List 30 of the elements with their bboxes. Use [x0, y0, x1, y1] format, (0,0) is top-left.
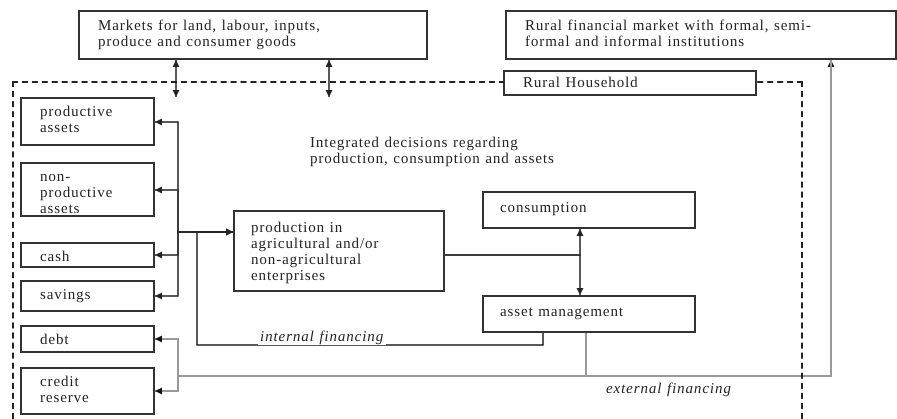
process-box	[20, 162, 155, 217]
process-box	[20, 242, 155, 268]
market-box	[505, 10, 897, 60]
arrow	[172, 60, 180, 97]
process-box	[233, 210, 445, 292]
arrow	[326, 60, 332, 97]
box-label: credit reserve	[40, 374, 91, 406]
box-label: productive assets	[40, 104, 114, 136]
heading-label: Rural Household	[503, 70, 757, 96]
arrow	[196, 228, 544, 346]
process-box	[482, 295, 696, 333]
market-box	[78, 10, 428, 60]
box-label: Markets for land, labour, inputs, produce and consumer goods	[98, 18, 322, 50]
box-label: cash	[40, 249, 72, 265]
box-label: non-productive assets	[40, 169, 114, 217]
box-label: asset management	[500, 304, 625, 320]
process-box	[20, 280, 155, 312]
box-label: Rural financial market with formal, semi-formal and informal institutions	[525, 18, 813, 50]
arrow	[445, 254, 584, 295]
process-box	[482, 191, 696, 229]
description-text: Integrated decisions regarding production, consumption and assets	[310, 135, 556, 167]
process-box	[20, 97, 155, 146]
box-label: consumption	[500, 200, 588, 216]
edge-label: internal financing	[258, 329, 386, 345]
arrow	[585, 60, 834, 377]
box-label: debt	[40, 332, 70, 348]
box-label: savings	[40, 287, 92, 303]
box-label: production in agricultural and/or non-agricultural enterprises	[251, 220, 380, 284]
process-box	[20, 325, 155, 353]
process-box	[20, 367, 155, 415]
